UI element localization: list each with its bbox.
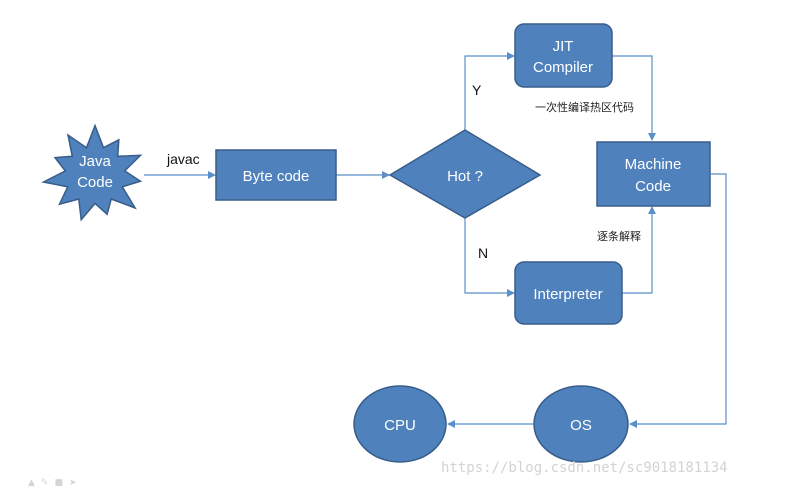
byte-code-node: Byte code: [215, 149, 337, 201]
byte-code-label: Byte code: [243, 168, 310, 185]
slide-toolbar: ▲ ✎ ■ ➤: [28, 478, 77, 488]
hot-decision-node: Hot ?: [388, 129, 542, 219]
edge-hot-to-jit: [464, 52, 515, 130]
watermark-text: https://blog.csdn.net/sc9018181134: [441, 460, 728, 476]
machine-label-line2: Code: [635, 178, 671, 195]
machine-label-line1: Machine: [625, 156, 682, 173]
java-code-node: Java Code: [41, 123, 143, 222]
arrow-icon[interactable]: ▲: [28, 478, 35, 488]
jit-label-line2: Compiler: [533, 59, 593, 76]
pen-icon[interactable]: ✎: [40, 478, 49, 488]
os-node: OS: [533, 385, 629, 463]
machine-code-node: Machine Code: [596, 141, 711, 207]
java-code-label-line1: Java: [79, 153, 111, 170]
hot-label: Hot ?: [447, 168, 483, 185]
next-icon[interactable]: ➤: [68, 478, 77, 488]
jit-label-line1: JIT: [553, 38, 574, 55]
os-label: OS: [570, 417, 592, 434]
cpu-label: CPU: [384, 417, 416, 434]
yes-label: Y: [472, 82, 482, 98]
interpreter-note-label: 逐条解释: [597, 229, 641, 243]
edge-interpreter-to-machine: [622, 206, 656, 294]
javac-label: javac: [166, 151, 200, 167]
interpreter-node: Interpreter: [514, 261, 623, 325]
edge-machine-to-os: [629, 173, 727, 428]
jit-note-label: 一次性编译热区代码: [535, 100, 634, 114]
edge-hot-to-interpreter: [464, 217, 515, 297]
menu-icon[interactable]: ■: [54, 478, 63, 488]
interpreter-label: Interpreter: [533, 286, 602, 303]
jit-compiler-node: JIT Compiler: [514, 23, 613, 88]
cpu-node: CPU: [353, 385, 447, 463]
java-code-label-line2: Code: [77, 174, 113, 191]
edge-jit-to-machine: [612, 55, 656, 141]
no-label: N: [478, 245, 488, 261]
